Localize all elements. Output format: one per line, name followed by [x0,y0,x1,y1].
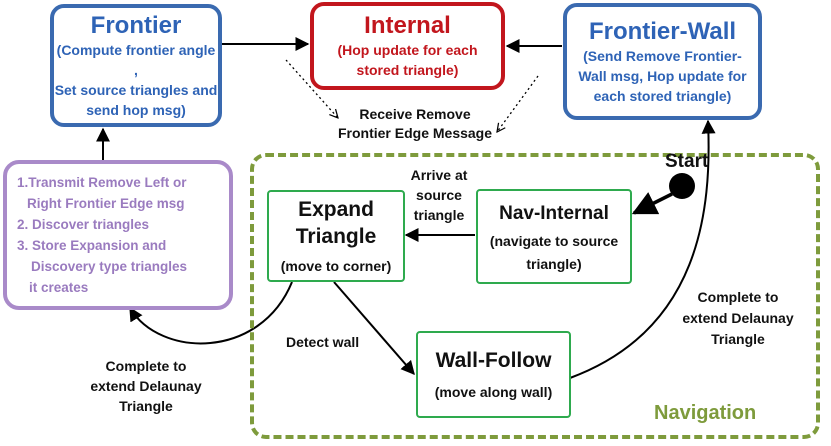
node-transmit-line: 1.Transmit Remove Left or [17,175,187,190]
edge-start-to-navinternal [631,192,673,215]
node-frontier-line: (Compute frontier angle , [56,41,216,78]
label-line: extend Delaunay [682,310,794,326]
node-transmit[interactable]: 1.Transmit Remove Left or Right Frontier… [3,160,233,310]
node-frontier-line: Set source triangles and [54,81,218,98]
node-wall-follow-title: Wall-Follow [435,349,552,372]
node-frontier-title: Frontier [90,11,182,39]
label-line: Frontier Edge Message [337,125,493,141]
label-line: Triangle [119,398,173,414]
label-line: extend Delaunay [90,378,202,394]
node-frontier-wall[interactable]: Frontier-Wall (Send Remove Frontier- Wal… [563,3,762,120]
node-internal[interactable]: Internal (Hop update for each stored tri… [310,2,505,90]
label-complete-right: Complete to extend Delaunay Triangle [668,287,808,350]
label-line: Arrive at [410,167,468,183]
node-expand-triangle-title: Expand [298,198,374,221]
node-internal-line: (Hop update for each [337,42,478,58]
node-nav-internal-line: triangle) [526,255,582,272]
navigation-group-label: Navigation [654,402,757,424]
start-node[interactable] [669,173,695,199]
node-expand-triangle[interactable]: Expand Triangle (move to corner) [267,190,405,282]
navigation-group-frame [250,153,820,439]
node-frontier-line: send hop msg) [86,101,186,118]
node-internal-line: stored triangle) [356,62,459,78]
node-transmit-line: Right Frontier Edge msg [27,196,185,211]
edge-frontierwall-dotted [497,75,539,132]
edge-expand-to-wallfollow [333,281,415,376]
label-line: source [416,187,462,203]
node-wall-follow[interactable]: Wall-Follow (move along wall) [416,331,571,418]
edge-expand-to-transmit [129,281,293,345]
label-line: Complete to [697,289,779,305]
start-label: Start [665,151,709,172]
label-line: Receive Remove [359,106,471,122]
node-frontier-wall-line: Wall msg, Hop update for [578,67,747,84]
node-transmit-line: Discovery type triangles [31,259,188,274]
node-nav-internal[interactable]: Nav-Internal (navigate to source triangl… [476,189,632,284]
edge-wallfollow-to-frontierwall [569,119,716,379]
node-frontier-wall-line: (Send Remove Frontier- [583,47,742,64]
node-frontier[interactable]: Frontier (Compute frontier angle , Set s… [50,4,222,127]
label-line: Complete to [105,358,187,374]
node-transmit-line: 3. Store Expansion and [17,238,167,253]
node-expand-triangle-sub: (move to corner) [280,258,392,274]
label-complete-left: Complete to extend Delaunay Triangle [76,356,216,416]
node-transmit-line: it creates [29,280,89,295]
node-transmit-line: 2. Discover triangles [17,217,150,232]
node-frontier-wall-line: each stored triangle) [593,87,732,104]
node-nav-internal-title: Nav-Internal [499,202,609,224]
node-wall-follow-sub: (move along wall) [434,384,553,400]
node-nav-internal-line: (navigate to source [489,232,619,249]
label-line: triangle [413,207,465,223]
label-receive-remove: Receive Remove Frontier Edge Message [315,105,515,143]
label-arrive-source: Arrive at source triangle [404,165,474,225]
label-line: Triangle [711,331,765,347]
node-frontier-wall-title: Frontier-Wall [588,17,737,45]
node-expand-triangle-title: Triangle [295,225,377,248]
label-detect-wall: Detect wall [286,334,360,350]
node-internal-title: Internal [364,12,451,39]
